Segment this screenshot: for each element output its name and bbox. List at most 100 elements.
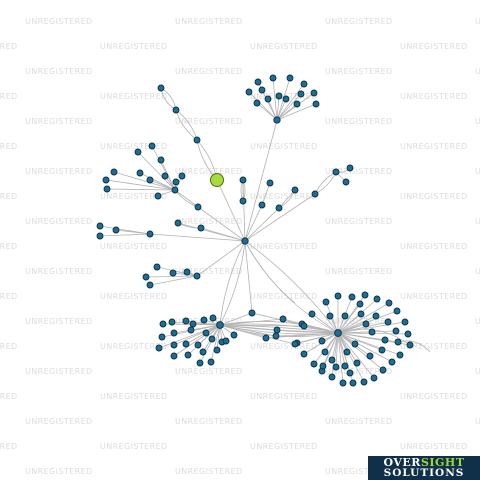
edge xyxy=(244,119,278,242)
edge xyxy=(256,102,278,121)
graph-node xyxy=(370,374,378,382)
graph-node xyxy=(194,341,202,349)
edge xyxy=(216,179,246,242)
graph-node xyxy=(193,136,201,144)
watermark-text: UNREGISTERED xyxy=(475,67,480,76)
hub-node xyxy=(273,116,281,124)
watermark-text: UNREGISTERED xyxy=(100,192,168,201)
edge xyxy=(276,98,287,121)
graph-node xyxy=(134,148,142,156)
graph-node xyxy=(230,331,238,339)
watermark-text: UNREGISTERED xyxy=(400,292,468,301)
watermark-text: UNREGISTERED xyxy=(325,317,393,326)
graph-node xyxy=(172,178,180,186)
main-hub-node xyxy=(241,237,249,245)
graph-node xyxy=(326,312,334,320)
edge xyxy=(311,313,339,334)
watermark-text: UNREGISTERED xyxy=(25,367,93,376)
watermark-text: UNREGISTERED xyxy=(475,417,480,426)
graph-node xyxy=(360,378,368,386)
graph-node xyxy=(103,185,111,193)
graph-node xyxy=(196,359,204,367)
watermark-text: UNREGISTERED xyxy=(325,117,393,126)
watermark-text: UNREGISTERED xyxy=(325,67,393,76)
edge xyxy=(337,332,344,384)
watermark-text: UNREGISTERED xyxy=(100,142,168,151)
watermark-text: UNREGISTERED xyxy=(100,92,168,101)
edge xyxy=(337,332,384,371)
graph-node xyxy=(169,269,177,277)
hub-node xyxy=(216,321,224,329)
graph-node xyxy=(346,164,354,172)
edge xyxy=(219,312,253,326)
graph-node xyxy=(159,320,167,328)
graph-node xyxy=(291,340,299,348)
graph-node xyxy=(178,172,186,180)
watermark-text: UNREGISTERED xyxy=(0,242,18,251)
graph-node xyxy=(189,320,197,328)
watermark-text: UNREGISTERED xyxy=(400,342,468,351)
watermark-text: UNREGISTERED xyxy=(175,67,243,76)
graph-node xyxy=(253,99,261,107)
edge xyxy=(276,329,339,334)
graph-node xyxy=(266,179,274,187)
graph-node xyxy=(171,186,179,194)
edge xyxy=(337,332,386,341)
watermark-text: UNREGISTERED xyxy=(175,167,243,176)
watermark-text: UNREGISTERED xyxy=(250,192,318,201)
graph-node xyxy=(110,168,118,176)
graph-node xyxy=(258,86,266,94)
watermark-text: UNREGISTERED xyxy=(400,192,468,201)
graph-node xyxy=(328,356,336,364)
graph-node xyxy=(146,230,154,238)
graph-node xyxy=(351,340,359,348)
edge xyxy=(197,206,246,242)
edge xyxy=(244,240,339,334)
edge xyxy=(196,240,246,277)
graph-node xyxy=(341,362,349,370)
edge xyxy=(337,321,406,334)
watermark-text: UNREGISTERED xyxy=(475,267,480,276)
edge xyxy=(145,275,198,278)
edge xyxy=(337,315,377,334)
edge xyxy=(294,332,339,345)
edge xyxy=(337,302,390,334)
graph-node xyxy=(209,314,217,322)
watermark-text: UNREGISTERED xyxy=(25,117,93,126)
graph-node xyxy=(356,300,364,308)
watermark-text: UNREGISTERED xyxy=(175,217,243,226)
graph-node xyxy=(372,312,380,320)
graph-node xyxy=(245,88,253,96)
edge xyxy=(219,240,246,326)
graph-node xyxy=(170,352,178,360)
watermark-text: UNREGISTERED xyxy=(0,342,18,351)
graph-node xyxy=(170,329,178,337)
watermark-text: UNREGISTERED xyxy=(325,467,393,476)
highlighted-node xyxy=(210,173,224,187)
graph-node xyxy=(311,190,319,198)
watermark-text: UNREGISTERED xyxy=(175,117,243,126)
graph-node xyxy=(153,263,161,271)
graph-node xyxy=(194,203,202,211)
graph-node xyxy=(157,84,165,92)
logo-over: OVER xyxy=(383,456,421,469)
watermark-text: UNREGISTERED xyxy=(175,467,243,476)
edge xyxy=(149,233,246,242)
edge xyxy=(276,83,305,121)
edge xyxy=(331,332,339,361)
graph-node xyxy=(282,95,290,103)
edge xyxy=(276,103,317,121)
watermark-text: UNREGISTERED xyxy=(25,417,93,426)
edge xyxy=(261,182,271,206)
graph-node xyxy=(258,201,266,209)
graph-node xyxy=(161,172,169,180)
watermark-text: UNREGISTERED xyxy=(175,417,243,426)
edge xyxy=(337,332,358,364)
graph-node xyxy=(319,362,327,370)
edge xyxy=(276,95,280,121)
graph-node xyxy=(300,322,308,330)
edge xyxy=(210,324,221,363)
watermark-text: UNREGISTERED xyxy=(400,392,468,401)
edge xyxy=(105,179,176,191)
